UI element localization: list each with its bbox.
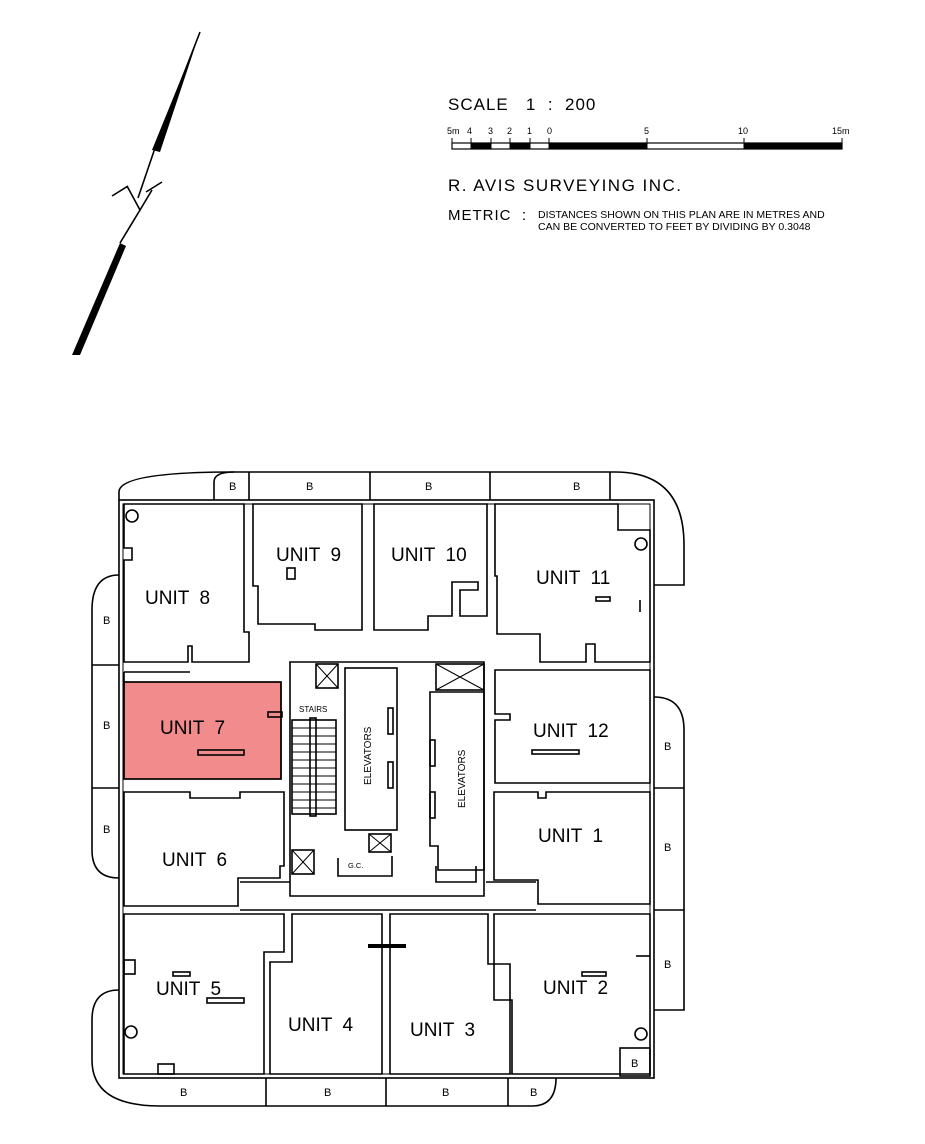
scale-tick-label: 3	[488, 126, 493, 136]
elevators-label: ELEVATORS	[457, 749, 468, 808]
elevator-bank-left	[344, 667, 398, 831]
building-core: STAIRS ELEVATORS ELEVATORS G.C.	[240, 661, 536, 911]
scale-tick-label: 1	[527, 126, 532, 136]
company-name: R. AVIS SURVEYING INC.	[448, 176, 683, 195]
balconies	[91, 471, 685, 1107]
unit-label-6: UNIT 6	[162, 850, 227, 871]
scale-tick-label: 4	[467, 126, 472, 136]
elevators-label: ELEVATORS	[363, 726, 374, 785]
balcony-label: B	[573, 481, 580, 493]
balcony-labels: B B B B B B B B B B B B B B B	[103, 481, 671, 1099]
unit-walls	[123, 503, 651, 1075]
balcony-label: B	[425, 481, 432, 493]
balcony-label: B	[103, 615, 110, 627]
scale-tick-label: 5m	[447, 126, 460, 136]
balcony-label: B	[442, 1087, 449, 1099]
balcony-label: B	[180, 1087, 187, 1099]
metric-note: DISTANCES SHOWN ON THIS PLAN ARE IN METR…	[538, 209, 825, 221]
unit-label-9: UNIT 9	[276, 545, 341, 566]
balcony-label: B	[664, 842, 671, 854]
scale-tick-label: 5	[644, 126, 649, 136]
north-arrow-icon	[72, 31, 201, 355]
unit-label-12: UNIT 12	[533, 721, 609, 742]
unit-label-8: UNIT 8	[145, 588, 210, 609]
unit-label-7: UNIT 7	[160, 718, 225, 739]
unit-labels: UNIT 8 UNIT 9 UNIT 10 UNIT 11 UNIT 12 UN…	[145, 545, 610, 1041]
unit-label-1: UNIT 1	[538, 826, 603, 847]
metric-label: METRIC :	[448, 207, 527, 224]
scale-tick-label: 0	[547, 126, 552, 136]
unit-7-highlight	[123, 681, 282, 780]
stairs-label: STAIRS	[299, 705, 327, 714]
unit-label-5: UNIT 5	[156, 979, 221, 1000]
unit-label-2: UNIT 2	[543, 978, 608, 999]
balcony-label: B	[664, 959, 671, 971]
balcony-label: B	[229, 481, 236, 493]
scale-tick-label: 15m	[832, 126, 850, 136]
balcony-label: B	[631, 1058, 638, 1070]
gc-label: G.C.	[348, 861, 363, 870]
elevator-bank-right	[429, 691, 485, 871]
unit-label-3: UNIT 3	[410, 1020, 475, 1041]
balcony-label: B	[530, 1087, 537, 1099]
balcony-label: B	[103, 824, 110, 836]
building-outline	[118, 499, 655, 1079]
scale-label: SCALE 1 : 200	[448, 95, 596, 114]
balcony-label: B	[103, 720, 110, 732]
stairs	[291, 717, 337, 817]
balcony-label: B	[664, 741, 671, 753]
metric-note: CAN BE CONVERTED TO FEET BY DIVIDING BY …	[538, 221, 811, 233]
scale-tick-label: 10	[738, 126, 748, 136]
scale-bar: 5m 4 3 2 1 0 5 10 15m	[447, 126, 850, 150]
scale-tick-label: 2	[507, 126, 512, 136]
unit-label-4: UNIT 4	[288, 1015, 354, 1036]
unit-label-10: UNIT 10	[391, 545, 467, 566]
balcony-label: B	[306, 481, 313, 493]
unit-label-11: UNIT 11	[536, 568, 610, 589]
balcony-label: B	[324, 1087, 331, 1099]
